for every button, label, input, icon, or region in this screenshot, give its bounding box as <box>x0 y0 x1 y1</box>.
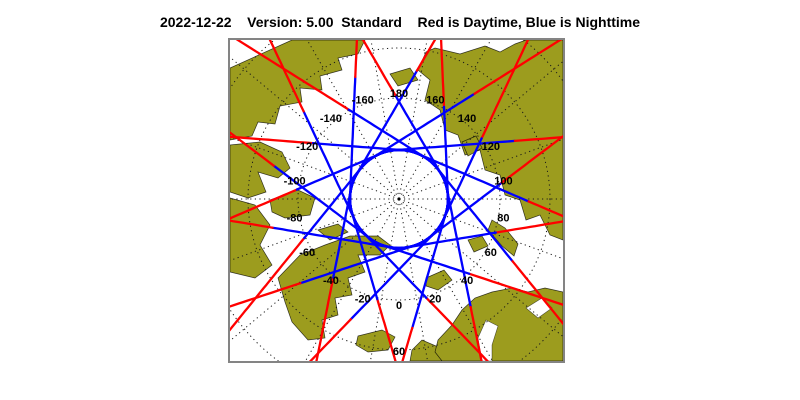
meridian-line <box>230 201 396 342</box>
daytime-track-segment <box>308 318 352 361</box>
longitude-label: 80 <box>497 212 509 224</box>
daytime-track-segment <box>467 272 563 306</box>
meridian-line <box>401 40 492 195</box>
daytime-track-segment <box>527 200 563 218</box>
daytime-track-segment <box>361 40 398 98</box>
pole-marker <box>397 197 401 201</box>
latitude-label: 60 <box>393 346 405 358</box>
meridian-line <box>401 203 494 361</box>
longitude-label: 100 <box>494 176 512 188</box>
landmass <box>230 197 273 279</box>
meridian-line <box>370 40 399 195</box>
landmass <box>277 235 391 341</box>
meridian-line <box>369 203 399 361</box>
meridian-line <box>402 201 563 338</box>
longitude-label: -120 <box>296 141 318 153</box>
ground-tracks-layer <box>230 40 563 361</box>
longitude-label: -40 <box>323 275 339 287</box>
longitude-label: 180 <box>390 88 408 100</box>
daytime-track-segment <box>425 296 490 361</box>
plot-title: 2022-12-22 Version: 5.00 Standard Red is… <box>159 14 641 30</box>
label-layer: 180 160 140 120 100 80 60 40 20 0 -20 -40 -60 -80 -100… <box>284 88 513 358</box>
landmass <box>230 141 291 199</box>
daytime-track-segment <box>230 282 302 308</box>
longitude-label: -80 <box>287 212 303 224</box>
daytime-track-segment <box>513 135 563 143</box>
landmass <box>425 269 453 291</box>
meridian-line <box>399 203 429 361</box>
longitude-label: 160 <box>426 94 444 106</box>
longitude-label: 40 <box>461 275 473 287</box>
landmass <box>461 135 483 157</box>
daytime-track-segment <box>230 135 315 145</box>
daytime-track-segment <box>230 188 299 220</box>
landmass <box>417 40 563 241</box>
meridian-line <box>230 200 395 262</box>
longitude-label: -60 <box>299 247 315 259</box>
daytime-track-segment <box>268 40 305 113</box>
map-frame: 180 160 140 120 100 80 60 40 20 0 -20 -40 -60 -80 -100… <box>228 38 565 363</box>
meridian-line <box>230 56 396 197</box>
meridian-line <box>399 40 428 195</box>
daytime-track-segment <box>480 40 530 140</box>
longitude-label: -160 <box>352 94 374 106</box>
longitude-label: 60 <box>485 247 497 259</box>
longitude-label: 120 <box>482 141 500 153</box>
longitude-label: 20 <box>429 294 441 306</box>
daytime-track-segment <box>511 260 563 326</box>
longitude-label: 140 <box>458 113 476 125</box>
map-layers: 180 160 140 120 100 80 60 40 20 0 -20 -40 -60 -80 -100… <box>230 40 563 361</box>
daytime-track-segment <box>230 236 306 332</box>
meridian-line <box>403 138 563 198</box>
graticule-layer <box>230 40 563 361</box>
longitude-label: -100 <box>284 176 306 188</box>
latitude-circle <box>247 47 551 351</box>
longitude-label: 0 <box>396 300 402 312</box>
daytime-track-segment <box>473 40 563 95</box>
meridian-line <box>306 40 397 195</box>
latitude-circle <box>297 97 501 301</box>
daytime-track-segment <box>230 219 274 229</box>
longitude-label: -140 <box>320 113 342 125</box>
daytime-track-segment <box>354 40 359 79</box>
meridian-line <box>402 60 563 197</box>
daytime-track-segment <box>499 134 563 185</box>
daytime-track-segment <box>494 220 563 234</box>
daytime-track-segment <box>235 40 350 111</box>
landmass <box>467 235 489 253</box>
land-layer <box>230 40 563 361</box>
daytime-track-segment <box>315 276 335 361</box>
daytime-track-segment <box>230 131 275 167</box>
meridian-line <box>403 200 563 260</box>
landmass <box>355 329 396 353</box>
landmass <box>409 339 443 361</box>
longitude-label: -20 <box>355 294 371 306</box>
nighttime-track-segment <box>302 95 450 250</box>
meridian-line <box>304 203 397 361</box>
polar-map: 180 160 140 120 100 80 60 40 20 0 -20 -40 -60 -80 -100… <box>230 40 563 361</box>
daytime-track-segment <box>469 305 483 361</box>
meridian-line <box>230 136 395 198</box>
daytime-track-segment <box>439 40 446 109</box>
landmass <box>230 40 366 141</box>
nighttime-track-segment <box>348 148 472 309</box>
daytime-track-segment <box>376 298 397 361</box>
